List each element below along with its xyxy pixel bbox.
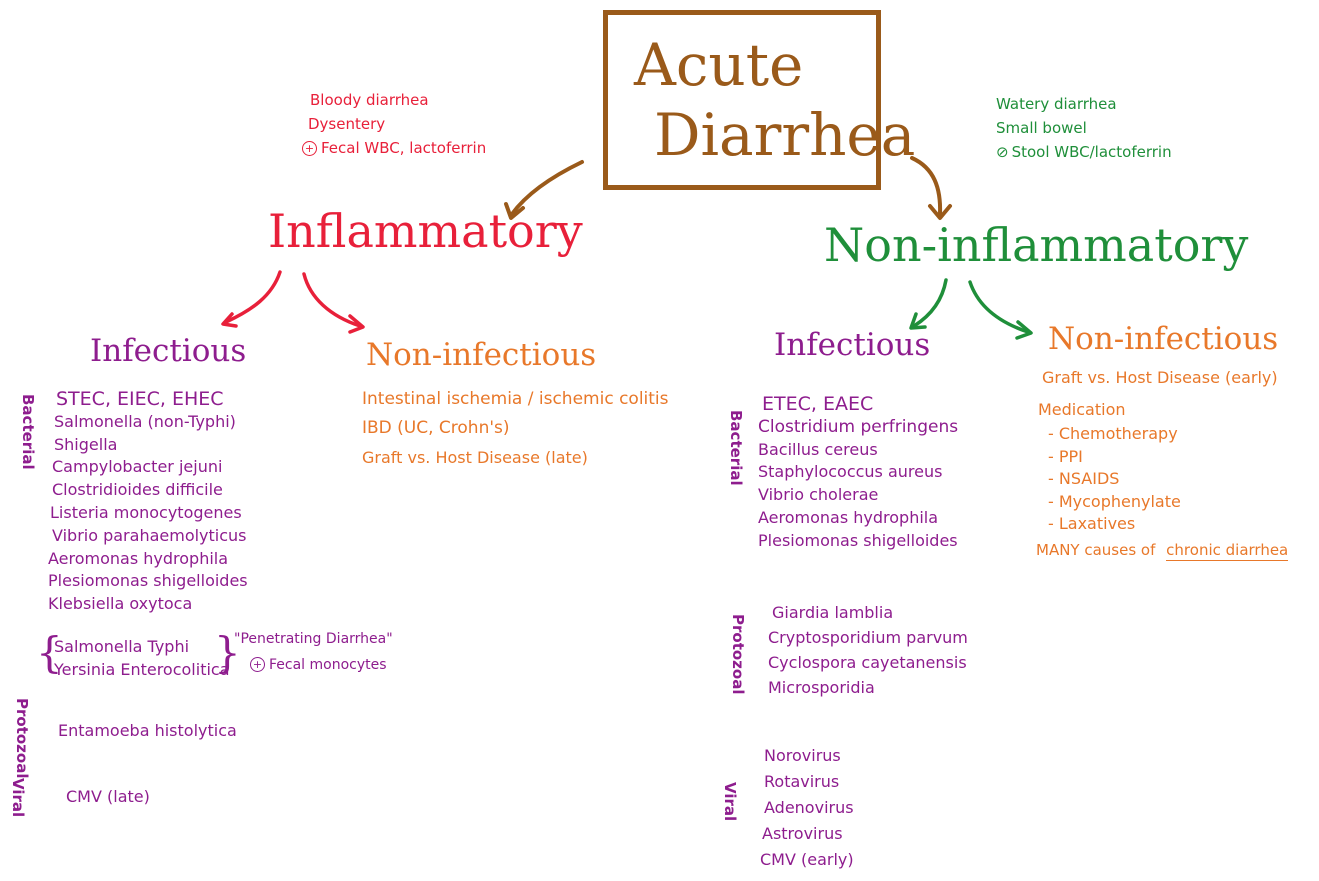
noninflammatory-infectious-heading: Infectious [774,327,931,363]
many-causes-line: MANY causes of chronic diarrhea [1036,541,1289,561]
list-item: - Laxatives [1048,514,1136,533]
noninflammatory-viral-label: Viral [721,782,739,822]
list-item: Clostridium perfringens [758,416,959,437]
inflammatory-noninfectious-list: Intestinal ischemia / ischemic colitis I… [362,388,669,469]
list-item: Giardia lamblia [772,603,894,622]
list-item: Cryptosporidium parvum [768,628,968,647]
title-line-1: Acute [634,31,804,99]
inflammatory-viral-label: Viral [9,778,27,818]
noninflammatory-bacterial-list: ETEC, EAEC Clostridium perfringens Bacil… [758,393,958,553]
list-item: Rotavirus [764,772,840,791]
list-item: Entamoeba histolytica [58,721,237,740]
gvhd-early: Graft vs. Host Disease (early) [1042,368,1278,387]
arrow-inflammatory-to-noninfectious [302,272,362,328]
inflammatory-heading: Inflammatory [268,204,583,258]
penetrating-list: Salmonella Typhi Yersinia Enterocolitica [54,636,230,682]
inflammatory-note: Bloody diarrhea [310,91,429,109]
right-brace: } [214,628,241,677]
list-item: Aeromonas hydrophila [48,548,229,568]
null-symbol-icon: ⊘ [996,143,1009,161]
inflammatory-infectious-heading: Infectious [90,333,247,369]
title-box [603,10,881,190]
list-item: - PPI [1048,446,1083,466]
arrow-noninflammatory-to-noninfectious [968,280,1030,334]
inflammatory-bacterial-list: STEC, EIEC, EHEC Salmonella (non-Typhi) … [48,388,248,616]
noninflammatory-protozoal-list: Giardia lamblia Cryptosporidium parvum C… [768,600,968,700]
list-item: Salmonella (non-Typhi) [54,411,236,431]
list-item: Clostridioides difficile [52,480,223,500]
medication-list: - Chemotherapy - PPI - NSAIDS - Mycophen… [1044,423,1181,536]
list-item: CMV (late) [66,787,150,806]
arrowhead-title-to-noninflammatory [928,204,952,220]
many-causes-text: MANY causes of [1036,541,1156,559]
arrowhead-title-to-inflammatory [504,202,525,220]
arrowhead-noninflammatory-to-infectious [909,312,927,330]
arrowhead-noninflammatory-to-noninfectious [1015,320,1033,340]
list-item: Bacillus cereus [758,439,878,459]
list-item: Staphylococcus aureus [758,462,943,482]
noninflammatory-heading: Non-inflammatory [824,218,1249,272]
noninflammatory-protozoal-label: Protozoal [729,614,747,695]
list-item: CMV (early) [760,850,854,869]
list-item: - Mycophenylate [1048,491,1181,511]
medication-label: Medication [1038,400,1126,419]
list-item: - Chemotherapy [1048,424,1178,443]
list-item: Microsporidia [768,678,875,697]
list-item: Salmonella Typhi [54,637,190,656]
inflammatory-notes: Bloody diarrhea Dysentery + Fecal WBC, la… [302,88,487,160]
list-item: STEC, EIEC, EHEC [56,388,224,410]
list-item: Shigella [54,434,118,454]
list-item: - NSAIDS [1048,469,1120,488]
plus-circle-icon: + [250,657,265,672]
list-item: Aeromonas hydrophila [758,507,939,527]
chronic-diarrhea-text: chronic diarrhea [1166,541,1289,561]
list-item: Adenovirus [764,798,854,817]
list-item: Yersinia Enterocolitica [54,659,230,679]
noninflammatory-notes: Watery diarrhea Small bowel ⊘Stool WBC/l… [996,92,1172,164]
noninflammatory-note: Watery diarrhea [996,95,1117,113]
list-item: Vibrio parahaemolyticus [52,525,247,545]
arrow-title-to-inflammatory [510,160,584,216]
penetrating-note: + Fecal monocytes [250,657,387,672]
left-brace: { [36,628,63,677]
inflammatory-protozoal-label: Protozoal [13,698,31,779]
list-item: Klebsiella oxytoca [48,594,193,614]
inflammatory-bacterial-label: Bacterial [19,394,37,470]
inflammatory-note: Dysentery [308,115,386,133]
list-item: IBD (UC, Crohn's) [362,418,510,438]
list-item: Plesiomonas shigelloides [48,571,248,591]
list-item: Plesiomonas shigelloides [758,530,958,550]
list-item: Listeria monocytogenes [50,502,242,522]
list-item: Astrovirus [762,824,843,843]
noninflammatory-noninfectious-heading: Non-infectious [1048,321,1279,357]
list-item: Graft vs. Host Disease (late) [362,448,588,467]
inflammatory-noninfectious-heading: Non-infectious [366,337,597,373]
fecal-monocytes-text: Fecal monocytes [269,657,387,673]
arrow-inflammatory-to-infectious [224,270,282,324]
list-item: ETEC, EAEC [762,393,874,415]
noninflammatory-bacterial-label: Bacterial [727,410,745,486]
list-item: Vibrio cholerae [758,485,879,505]
arrow-noninflammatory-to-infectious [912,278,948,328]
list-item: Intestinal ischemia / ischemic colitis [362,389,669,409]
plus-circle-icon: + [302,141,317,156]
noninflammatory-viral-list: Norovirus Rotavirus Adenovirus Astroviru… [760,743,854,873]
noninflammatory-note: Small bowel [996,119,1087,137]
list-item: Norovirus [764,746,841,765]
title-line-2: Diarrhea [654,101,916,169]
arrow-title-to-noninflammatory [910,156,943,216]
arrowhead-inflammatory-to-noninfectious [348,314,365,334]
penetrating-diarrhea-label: "Penetrating Diarrhea" [234,631,393,647]
noninflammatory-note: Stool WBC/lactoferrin [1011,143,1172,161]
list-item: Cyclospora cayetanensis [768,653,967,672]
arrowhead-inflammatory-to-infectious [221,312,238,328]
inflammatory-note: Fecal WBC, lactoferrin [321,139,487,157]
list-item: Campylobacter jejuni [52,457,223,477]
